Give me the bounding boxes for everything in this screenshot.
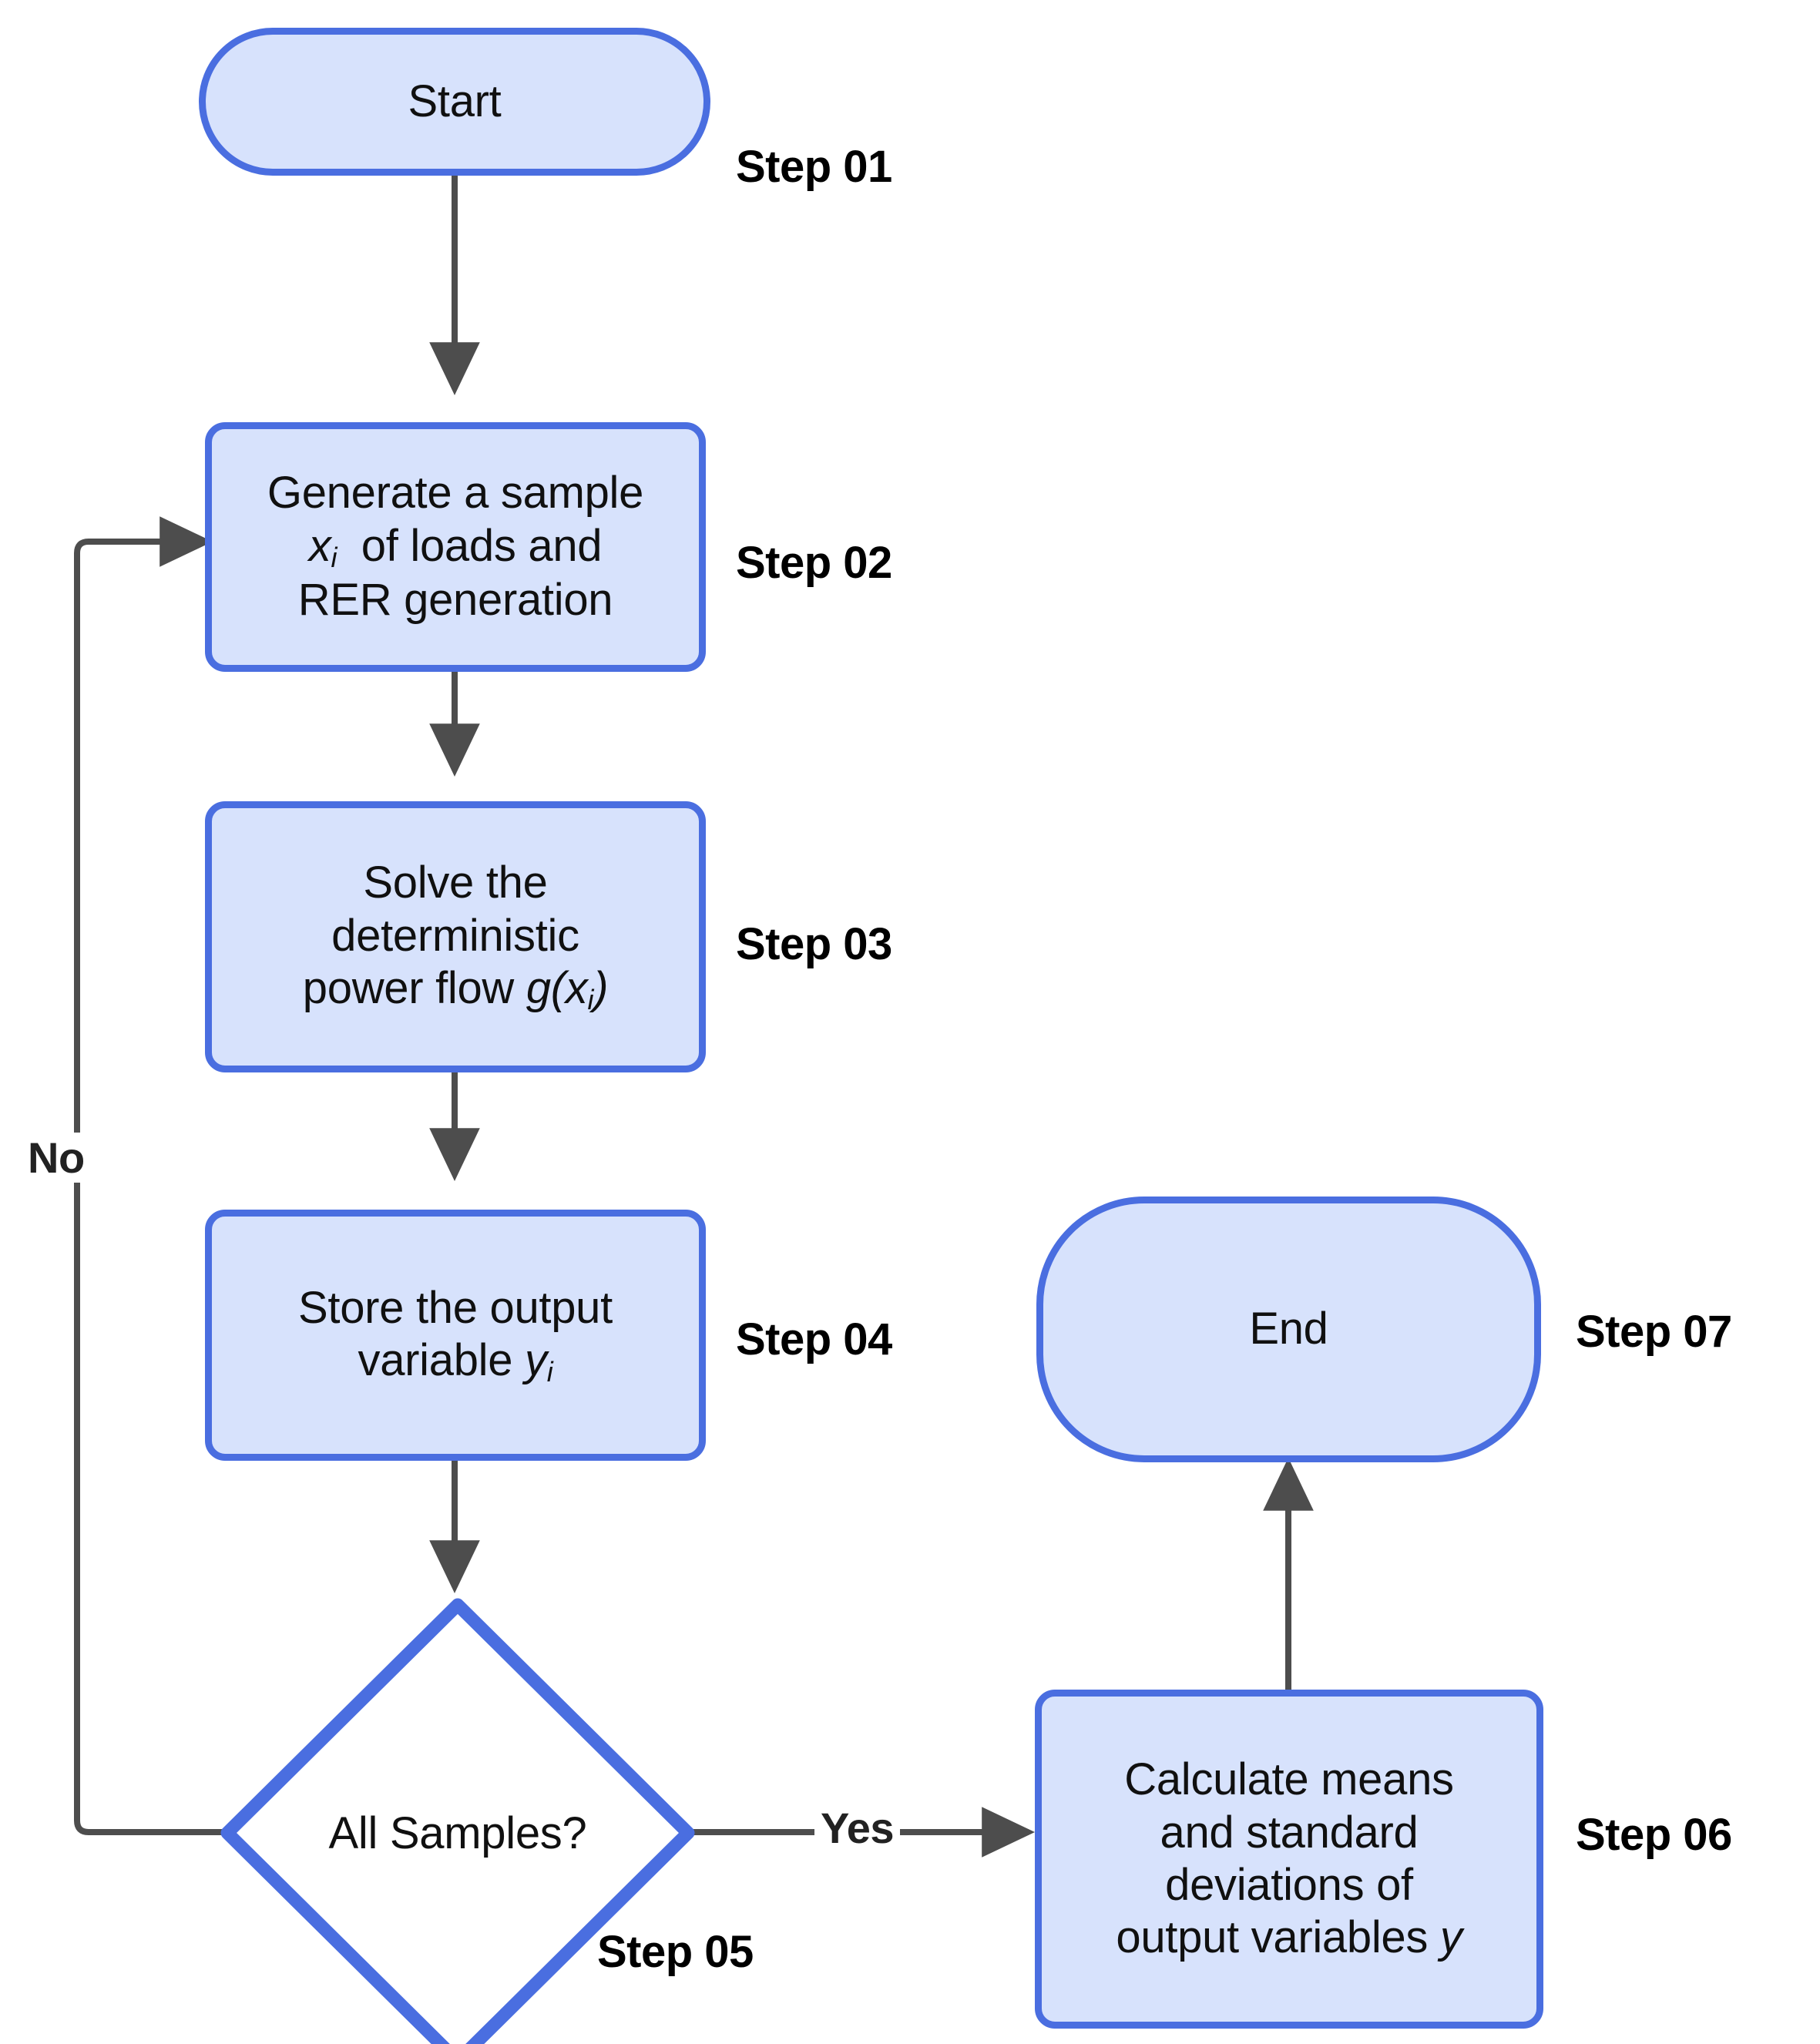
node-all-samples-decision-label: All Samples?: [328, 1807, 587, 1858]
step-tag-03: Step 03: [736, 919, 892, 969]
step-tag-05: Step 05: [597, 1927, 754, 1977]
step-tag-06: Step 06: [1576, 1810, 1732, 1860]
node-start-label: Start: [408, 76, 502, 126]
step-tag-04: Step 04: [736, 1314, 892, 1364]
step-tag-01: Step 01: [736, 142, 892, 192]
edge-label-yes: Yes: [814, 1803, 901, 1853]
edge-label-no: No: [22, 1133, 91, 1183]
step-tag-07: Step 07: [1576, 1307, 1732, 1357]
edge-decision-no-loop: [74, 516, 223, 1835]
step-tag-02: Step 02: [736, 538, 892, 588]
node-end-label: End: [1249, 1304, 1328, 1354]
node-start[interactable]: Start: [199, 28, 710, 176]
node-all-samples-decision[interactable]: All Samples?: [220, 1598, 695, 2044]
decision-diamond-shape: [220, 1598, 695, 2044]
node-end[interactable]: End: [1036, 1197, 1541, 1462]
